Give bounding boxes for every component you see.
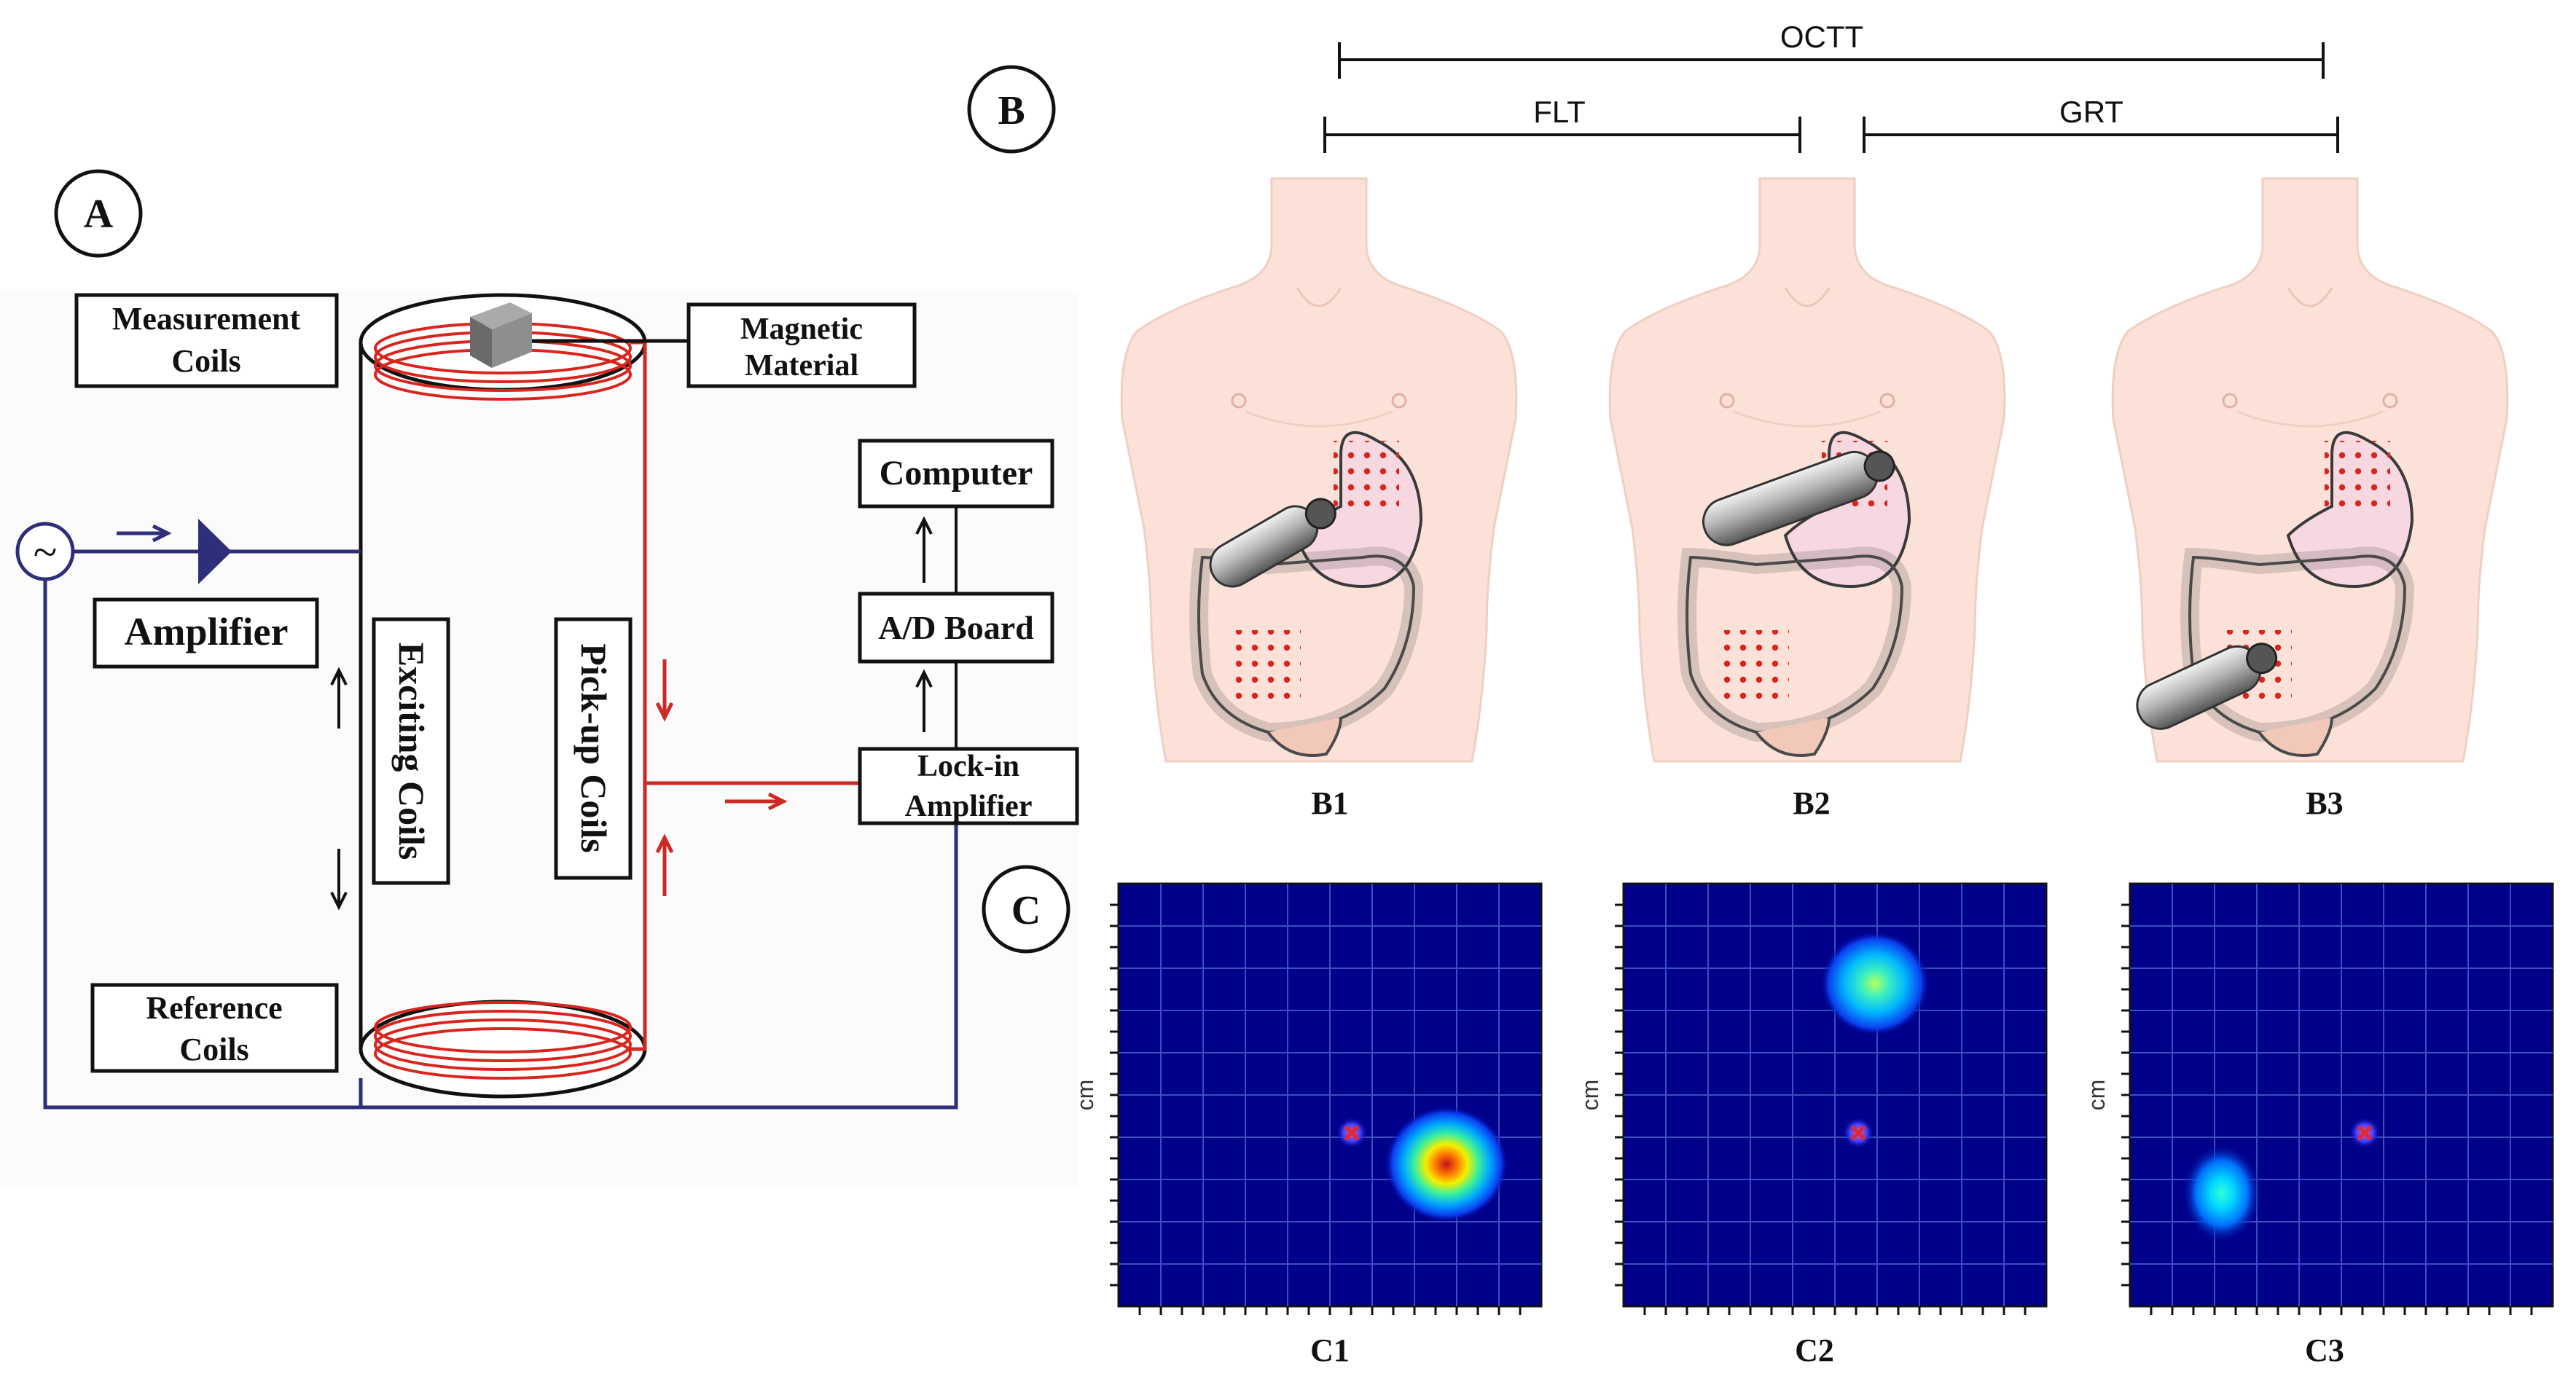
- capsule-b3: [2136, 643, 2278, 730]
- computer-box: Computer: [858, 439, 1054, 509]
- magnetic-material-line2: Material: [745, 349, 858, 382]
- exciting-coils-box: Exciting Coils: [372, 617, 450, 885]
- reference-coils-line2: Coils: [179, 1032, 248, 1067]
- reference-marker-c1: [1344, 1125, 1360, 1141]
- heatmap-c3: [2121, 882, 2554, 1315]
- reference-coil-windings: [374, 1001, 632, 1080]
- stomach-grid-b1: [1334, 441, 1399, 514]
- ac-source-symbol: ~: [34, 528, 57, 576]
- panel-a-letter-circle: [54, 169, 143, 258]
- panel-c-letter-circle: [982, 865, 1070, 954]
- heatmap-c3-label: C3: [2305, 1332, 2344, 1368]
- exciting-coils-label: Exciting Coils: [391, 643, 432, 860]
- heatmap-c2-label: C2: [1795, 1332, 1834, 1368]
- colon-grid-b1: [1232, 630, 1301, 699]
- reference-coils-line1: Reference: [146, 990, 282, 1026]
- heatmap-c2: [1615, 882, 2048, 1315]
- processing-chain: [915, 492, 958, 749]
- measurement-coils-box: Measurement Coils: [74, 293, 339, 388]
- torso-b1: [1121, 178, 1516, 761]
- measurement-coils-line1: Measurement: [112, 301, 301, 337]
- capsule-b2: [1702, 450, 1895, 546]
- colon-grid-b2: [1720, 630, 1789, 699]
- hotspot-c2: [1820, 931, 1930, 1036]
- axis-label-c3: cm: [2083, 1080, 2110, 1111]
- grt-label: GRT: [2059, 95, 2123, 129]
- panel-b: B OCTT FLT GRT B1: [967, 20, 2508, 821]
- ac-source-icon: [15, 522, 75, 581]
- lock-in-line1: Lock-in: [917, 750, 1019, 783]
- panel-c-letter: C: [1011, 888, 1041, 933]
- amplifier-label: Amplifier: [125, 610, 289, 653]
- octt-bracket: [1338, 42, 2325, 79]
- lock-in-amplifier-box: Lock-in Amplifier: [858, 747, 1079, 825]
- torso-b3: [2113, 178, 2508, 761]
- field-arrows: [330, 667, 348, 911]
- octt-label: OCTT: [1780, 20, 1863, 54]
- lock-in-line2: Amplifier: [905, 790, 1033, 823]
- pickup-coils-label: Pick-up Coils: [573, 643, 614, 853]
- axis-label-c1: cm: [1072, 1080, 1098, 1111]
- coil-cylinder: [359, 293, 647, 1099]
- axis-label-c2: cm: [1577, 1080, 1603, 1111]
- panel-c: C cm C1 cm C2 cm: [982, 865, 2554, 1368]
- panel-a-letter: A: [84, 192, 114, 237]
- torso-b2-label: B2: [1793, 785, 1830, 821]
- flt-bracket: [1323, 117, 1801, 153]
- torso-b2: [1610, 178, 2005, 761]
- ad-board-label: A/D Board: [878, 609, 1034, 646]
- reference-marker-c2: [1850, 1125, 1866, 1141]
- hotspot-c1: [1385, 1106, 1508, 1222]
- capsule-b1: [1209, 498, 1336, 588]
- pickup-coils-box: Pick-up Coils: [554, 617, 633, 880]
- torso-b3-label: B3: [2306, 785, 2343, 821]
- panel-b-letter-circle: [967, 65, 1056, 154]
- magnetic-material-line1: Magnetic: [740, 313, 863, 346]
- magnetic-material-box: Magnetic Material: [686, 302, 917, 388]
- flt-label: FLT: [1533, 95, 1586, 129]
- reference-marker-c3: [2357, 1125, 2373, 1141]
- reference-coils-box: Reference Coils: [90, 983, 339, 1073]
- stomach-grid-b3: [2325, 441, 2390, 514]
- amplifier-triangle: [198, 519, 232, 584]
- heatmap-c1: [1110, 882, 1543, 1315]
- hotspot-c3: [2182, 1144, 2262, 1243]
- measurement-coils-line2: Coils: [171, 343, 240, 379]
- heatmap-c1-label: C1: [1310, 1332, 1350, 1368]
- panel-b-letter: B: [998, 88, 1025, 133]
- magnetic-material-cube: [470, 302, 532, 368]
- grt-bracket: [1863, 117, 2339, 153]
- computer-label: Computer: [880, 454, 1033, 492]
- amplifier-box: Amplifier: [93, 597, 319, 669]
- torso-b1-label: B1: [1311, 785, 1348, 821]
- ad-board-box: A/D Board: [858, 592, 1054, 664]
- panel-a: A: [0, 169, 1079, 1187]
